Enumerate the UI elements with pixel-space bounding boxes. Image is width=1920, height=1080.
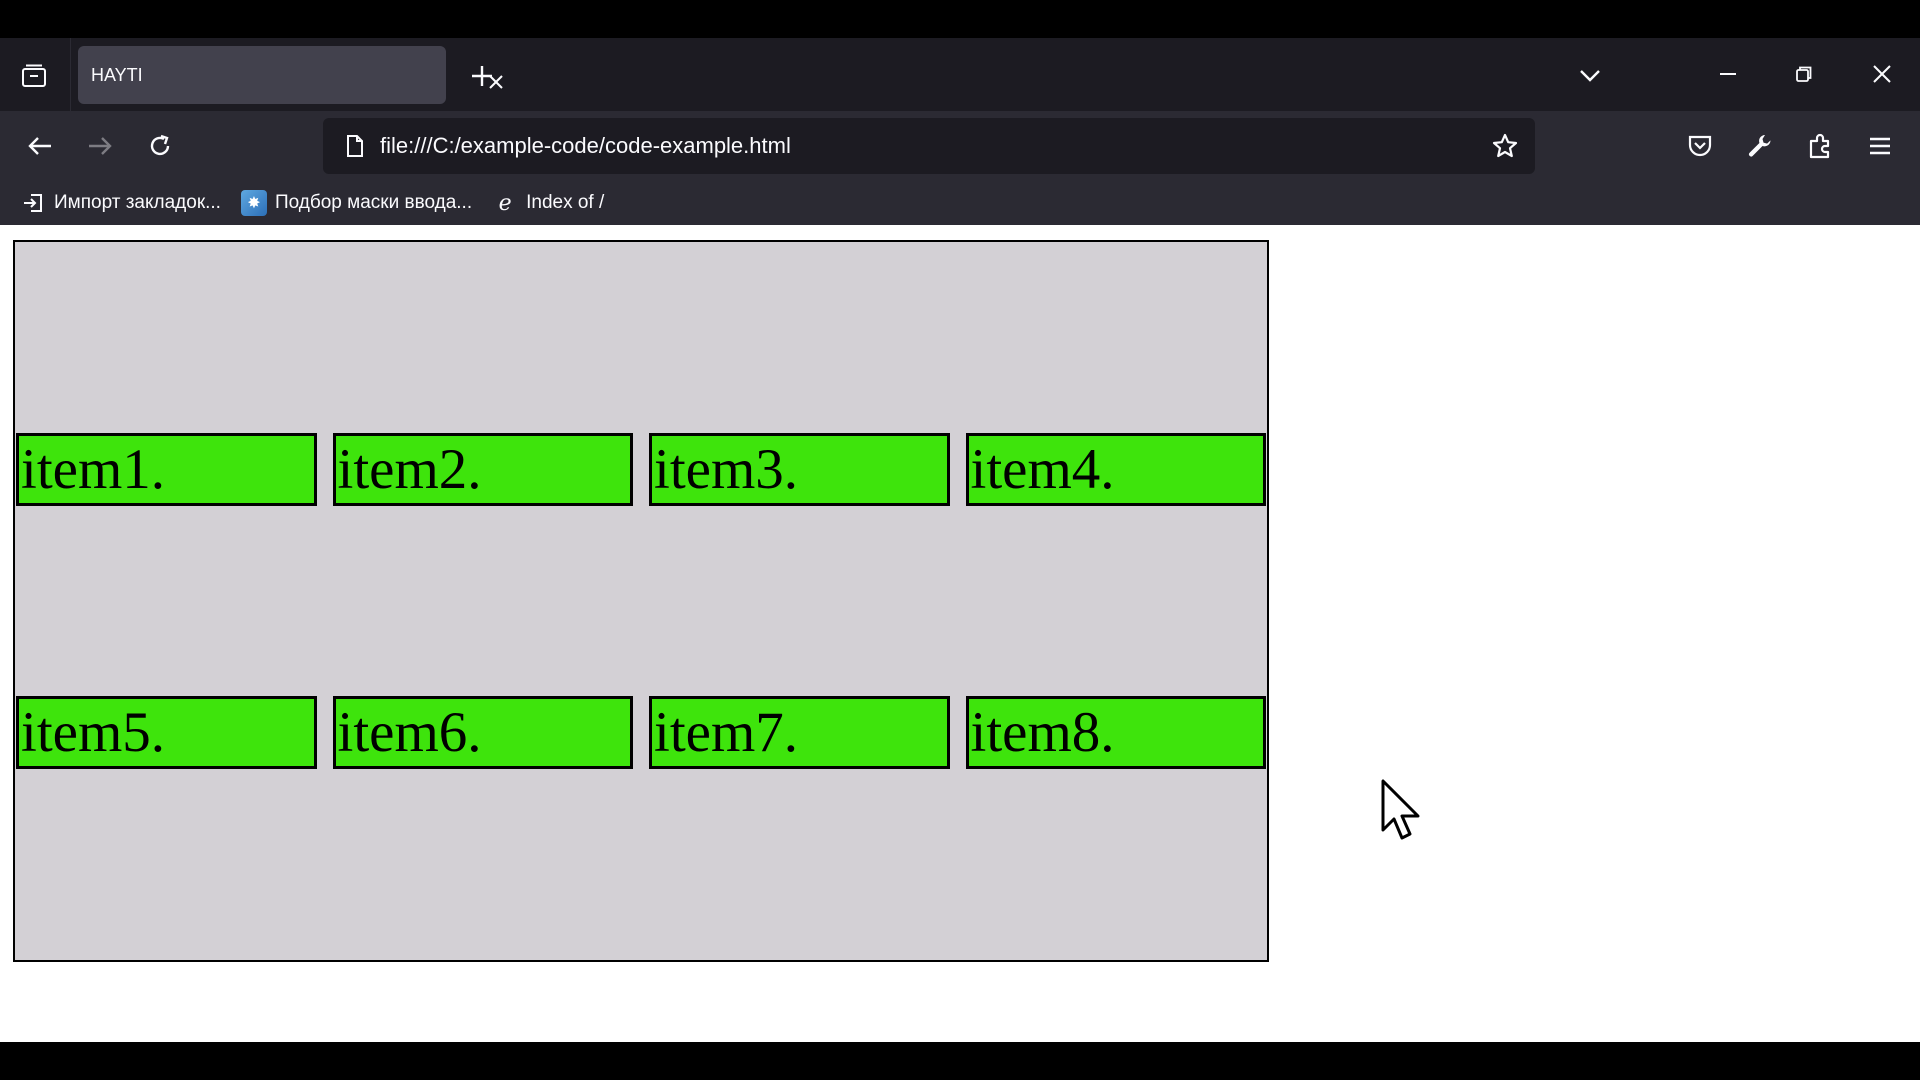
tab-separator	[70, 38, 71, 111]
window-close-icon[interactable]	[1862, 48, 1902, 100]
tab-strip: HAYTI	[0, 38, 1920, 111]
grid-container: item1. item2. item3. item4. item5. item6…	[13, 240, 1269, 962]
bookmark-star-icon[interactable]	[1485, 126, 1525, 166]
wrench-icon[interactable]	[1740, 126, 1780, 166]
bookmark-label: Подбор маски ввода...	[274, 192, 473, 213]
bookmark-import[interactable]: Импорт закладок...	[20, 185, 221, 221]
grid-item-5: item5.	[16, 696, 317, 770]
grid-item-1: item1.	[16, 432, 317, 506]
grid-item-7: item7.	[649, 696, 950, 770]
import-icon	[20, 190, 46, 216]
bottom-bar	[0, 1042, 1920, 1080]
site-favicon: ✸	[240, 190, 267, 216]
hamburger-menu-icon[interactable]	[1860, 126, 1900, 166]
forward-arrow-icon[interactable]	[80, 126, 120, 166]
close-tab-icon[interactable]	[474, 60, 518, 104]
bookmark-index-of[interactable]: e Index of /	[492, 185, 605, 221]
new-tab-icon[interactable]	[462, 56, 502, 96]
bookmark-label: Импорт закладок...	[54, 192, 221, 213]
minimize-icon[interactable]	[1708, 48, 1748, 100]
extensions-puzzle-icon[interactable]	[1800, 126, 1840, 166]
address-bar[interactable]: file:///C:/example-code/code-example.htm…	[323, 118, 1535, 174]
grid-item-8: item8.	[965, 696, 1266, 770]
bookmarks-toolbar: Импорт закладок... ✸ Подбор маски ввода.…	[0, 181, 1920, 225]
bookmark-input-mask[interactable]: ✸ Подбор маски ввода...	[240, 185, 473, 221]
grid-item-2: item2.	[332, 432, 633, 506]
pocket-icon[interactable]	[1680, 126, 1720, 166]
firefox-view-icon[interactable]	[14, 56, 54, 96]
mouse-pointer-icon	[1381, 779, 1420, 840]
list-all-tabs-chevron-icon[interactable]	[1570, 56, 1610, 96]
page-viewport: item1. item2. item3. item4. item5. item6…	[0, 225, 1920, 1042]
e-logo-icon: e	[498, 190, 512, 216]
url-text[interactable]: file:///C:/example-code/code-example.htm…	[380, 133, 791, 158]
back-arrow-icon[interactable]	[20, 126, 60, 166]
grid-item-6: item6.	[332, 696, 633, 770]
navigation-toolbar: file:///C:/example-code/code-example.htm…	[0, 111, 1920, 225]
grid-item-4: item4.	[965, 432, 1266, 506]
bookmark-label: Index of /	[526, 192, 605, 213]
page-icon[interactable]	[335, 126, 375, 166]
tab-title: HAYTI	[91, 65, 143, 85]
grid-item-3: item3.	[649, 432, 950, 506]
restore-icon[interactable]	[1784, 48, 1824, 100]
active-tab[interactable]: HAYTI	[78, 46, 503, 104]
reload-icon[interactable]	[140, 126, 180, 166]
